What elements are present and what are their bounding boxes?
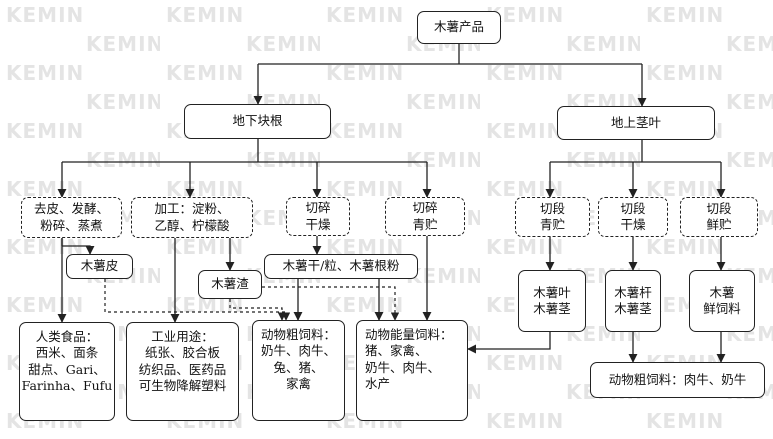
node-segment-silage: 切段 青贮: [515, 197, 590, 237]
node-segment-dry: 切段 干燥: [598, 197, 668, 237]
node-human-food: 人类食品： 西米、面条 甜点、Gari、 Farinha、Fufu: [19, 322, 115, 421]
node-industrial-use: 工业用途： 纸张、胶合板 纺织品、医药品 可生物降解塑料: [126, 322, 239, 421]
node-coarse-feed: 动物粗饲料： 奶牛、肉牛、 兔、猪、 家禽: [252, 320, 345, 421]
node-leaf-stem: 木薯叶 木薯茎: [518, 270, 586, 332]
node-cassava-products: 木薯产品: [417, 11, 501, 44]
node-cassava-residue: 木薯渣: [198, 270, 262, 299]
edge-leaf-to-energy: [467, 332, 551, 354]
node-fresh-feed: 木薯 鲜饲料: [689, 270, 755, 332]
edge-underground-branch: [62, 139, 427, 163]
node-coarse-feed-cattle: 动物粗饲料：肉牛、奶牛: [590, 362, 765, 398]
node-cassava-peel: 木薯皮: [66, 254, 133, 279]
node-processing: 加工：淀粉、 乙醇、柠檬酸: [131, 197, 253, 238]
node-chop-dry: 切碎 干燥: [286, 197, 350, 236]
edge-aboveground-branch: [550, 140, 721, 163]
edge-peel-ferment-to-peel: [61, 238, 90, 254]
edge-root-branch: [258, 44, 642, 65]
node-segment-fresh: 切段 鲜贮: [680, 197, 758, 237]
edge-residue-to-coarse-dashed: [229, 299, 287, 321]
node-chop-silage: 切碎 青贮: [385, 197, 465, 236]
node-peel-ferment: 去皮、发酵、 粉碎、蒸煮: [21, 197, 122, 238]
node-energy-feed: 动物能量饲料： 猪、家禽、 奶牛、肉牛、 水产: [356, 320, 468, 421]
node-dry-granule-powder: 木薯干/粒、木薯根粉: [264, 254, 418, 279]
node-underground-root: 地下块根: [184, 104, 331, 139]
edge-residue-to-energy-dashed: [262, 286, 400, 321]
node-aboveground-stem-leaf: 地上茎叶: [557, 106, 715, 140]
node-stalk-stem: 木薯杆 木薯茎: [605, 270, 661, 332]
